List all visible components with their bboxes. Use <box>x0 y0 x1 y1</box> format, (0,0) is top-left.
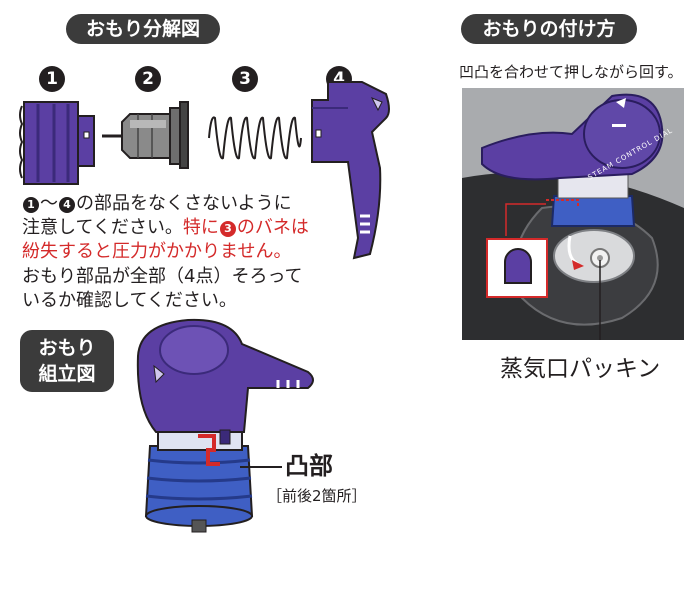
notch-detail-shape <box>504 248 532 284</box>
steam-outlet-packing-label: 蒸気口パッキン <box>500 356 661 382</box>
part-number-1: 1 <box>39 66 65 92</box>
circled-number-3: 3 <box>219 221 236 237</box>
spring-part-icon <box>208 116 302 160</box>
parts-notice-line-3: 紛失すると圧力がかかりません。 <box>22 241 292 262</box>
part-number-2: 2 <box>135 66 161 92</box>
notice-range-mid: 〜 <box>40 193 58 214</box>
convex-note: ［前後2箇所］ <box>267 487 367 505</box>
part-number-3: 3 <box>232 66 258 92</box>
notice-line-2a: 注意してください。 <box>22 217 183 238</box>
exploded-view-title: おもり分解図 <box>66 14 220 44</box>
assembly-title-line-1: おもり <box>38 337 96 359</box>
parts-notice-line-5: いるか確認してください。 <box>22 290 237 311</box>
circled-number-4: 4 <box>59 197 75 213</box>
parts-notice-line-4: おもり部品が全部（4点）そろって <box>22 266 303 287</box>
notch-detail-inset <box>486 238 548 298</box>
pin-part-icon <box>102 101 189 169</box>
attach-method-title: おもりの付け方 <box>461 14 637 44</box>
convex-label: 凸部 <box>285 452 333 480</box>
bellows-base-part-icon <box>19 101 95 185</box>
attach-photo: STEAM CONTROL DIAL <box>462 88 684 340</box>
assembly-title: おもり 組立図 <box>20 330 114 392</box>
attach-instruction: 凹凸を合わせて押しながら回す。 <box>459 63 683 81</box>
assembly-title-line-2: 組立図 <box>38 363 96 385</box>
notice-line-1-text: の部品をなくさないように <box>76 193 292 214</box>
assembled-weight-illustration <box>136 318 314 533</box>
convex-pointer-line <box>240 466 282 468</box>
notice-line-2c: のバネは <box>236 217 309 238</box>
attach-photo-illustration <box>462 93 684 340</box>
circled-number-1: 1 <box>23 197 39 213</box>
notice-line-2b: 特に <box>182 217 219 238</box>
cap-handle-part-icon <box>311 81 390 260</box>
